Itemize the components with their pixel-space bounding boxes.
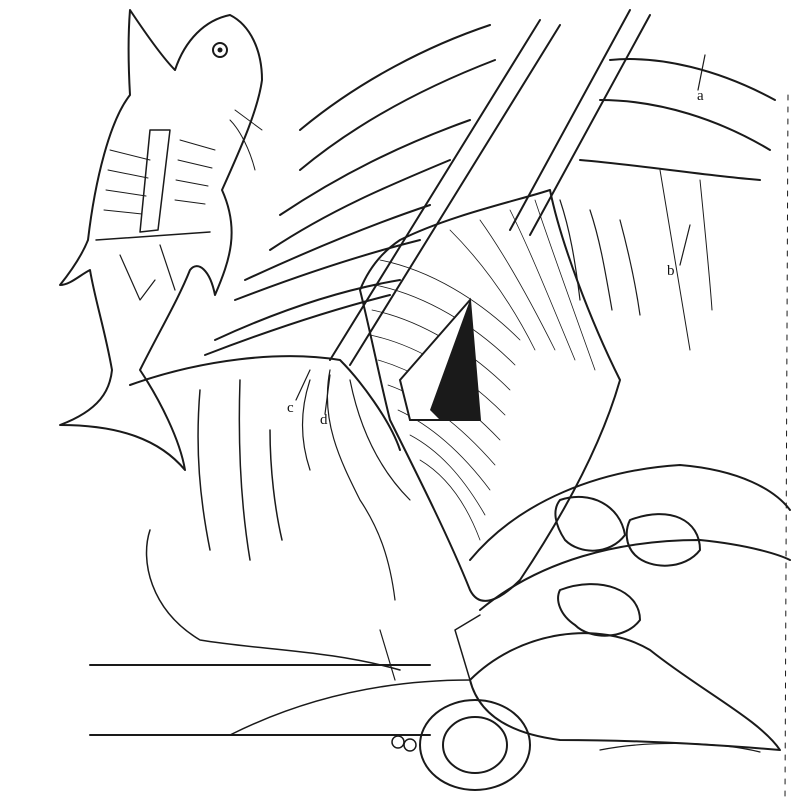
label-leaders — [296, 55, 705, 680]
label-c: c — [287, 400, 294, 416]
fish-inset — [60, 10, 262, 470]
label-d: d — [320, 412, 328, 428]
vertebral-column — [90, 465, 790, 790]
page-edge-line — [785, 95, 788, 800]
label-a: a — [697, 88, 704, 104]
rib-bones — [205, 10, 775, 365]
label-b: b — [667, 263, 675, 279]
